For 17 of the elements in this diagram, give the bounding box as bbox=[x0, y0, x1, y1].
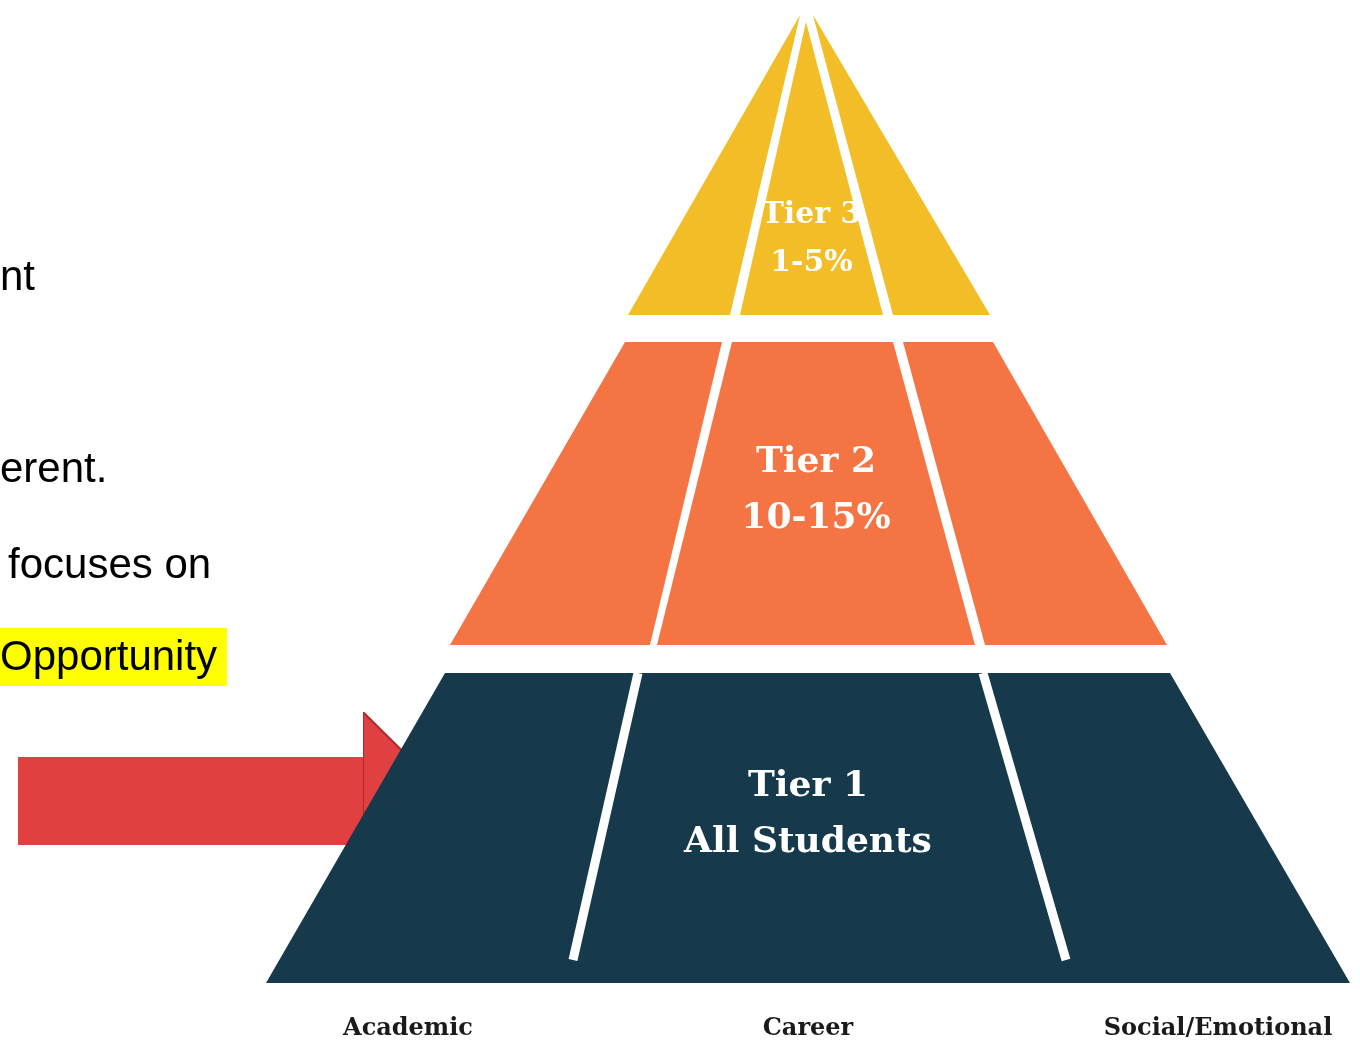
trapezoid-segment bbox=[903, 342, 1167, 645]
text-fragment: erent. bbox=[0, 444, 108, 492]
category-label: Social/Emotional bbox=[1103, 1012, 1333, 1041]
pyramid-segment bbox=[657, 342, 975, 645]
trapezoid-segment bbox=[450, 342, 722, 645]
tier-title: Tier 2 bbox=[756, 438, 876, 480]
tier-percentage: 1-5% bbox=[770, 243, 853, 278]
category-label: Career bbox=[762, 1012, 854, 1041]
tier-percentage: 10-15% bbox=[741, 494, 891, 536]
text-fragment: focuses on bbox=[8, 540, 212, 588]
pyramid-segment bbox=[740, 22, 883, 315]
pyramid-segment bbox=[266, 673, 1350, 983]
highlighted-text: Opportunity bbox=[0, 628, 228, 686]
category-label: Academic bbox=[343, 1012, 473, 1041]
text-fragment: nt bbox=[0, 252, 36, 300]
tier-percentage: All Students bbox=[684, 818, 932, 860]
tier-title: Tier 1 bbox=[748, 762, 868, 804]
